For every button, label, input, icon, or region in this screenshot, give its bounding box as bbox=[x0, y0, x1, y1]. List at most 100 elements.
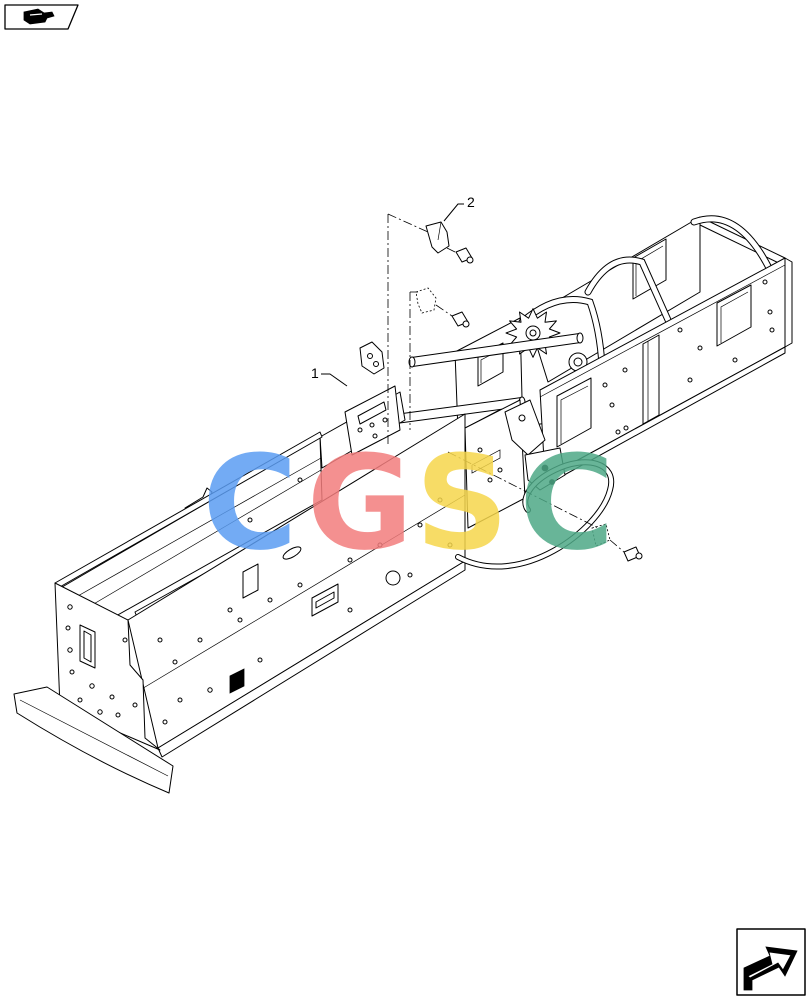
side-panel-oval-slot bbox=[282, 546, 302, 560]
bolt-hole bbox=[207, 687, 213, 693]
clip-bracket-hole bbox=[373, 361, 379, 367]
bolt-hole bbox=[132, 702, 138, 708]
watermark-letter: G bbox=[307, 427, 414, 579]
bolt-hole bbox=[247, 517, 253, 523]
skid-plate bbox=[13, 686, 174, 794]
bolt-hole bbox=[65, 625, 71, 631]
middle-front-assembly bbox=[464, 399, 566, 529]
side-panel-dark-slot bbox=[229, 668, 245, 694]
watermark-letter: C bbox=[202, 427, 297, 579]
front-end-plate-slot-inner bbox=[83, 630, 92, 663]
bolt-hole bbox=[77, 697, 83, 703]
side-panel-handle-grip bbox=[315, 591, 335, 609]
bolt-hole bbox=[417, 522, 423, 528]
hidden-clip-part bbox=[415, 287, 437, 314]
bolt-hole bbox=[377, 542, 383, 548]
cable-loop bbox=[455, 459, 615, 570]
assembly-lines bbox=[387, 213, 625, 553]
shaft-upper-end bbox=[576, 332, 584, 344]
callout-1-leader bbox=[321, 373, 348, 387]
assembly-line bbox=[609, 539, 625, 553]
assembly-line bbox=[387, 213, 429, 233]
rear-hoop-2-body bbox=[691, 216, 773, 273]
bolt-hole bbox=[177, 697, 183, 703]
bolt-hole bbox=[157, 637, 163, 643]
bolt-hole bbox=[762, 279, 768, 285]
callout-2: 2 bbox=[443, 194, 475, 222]
clip-bracket-hole bbox=[367, 353, 373, 359]
cable-loop-body bbox=[456, 460, 614, 569]
rear-window-right bbox=[716, 284, 752, 347]
right-hardware bbox=[591, 523, 643, 562]
bolt-hole bbox=[487, 477, 493, 483]
lower-bracket-fastener bbox=[541, 464, 549, 472]
watermark-letter: C bbox=[519, 427, 614, 579]
bolt-hole bbox=[67, 604, 73, 610]
mounting-bracket-slot bbox=[357, 401, 387, 425]
rear-far-wall-window bbox=[632, 238, 667, 300]
hardware-bolt-head bbox=[635, 552, 643, 560]
bolt-hole bbox=[197, 637, 203, 643]
pulley bbox=[568, 352, 588, 372]
bolt-hole bbox=[297, 477, 303, 483]
bolt-hole bbox=[267, 597, 273, 603]
bolt-hole bbox=[623, 425, 629, 431]
part-2-bracket bbox=[425, 221, 450, 254]
part-2-bracket-fold bbox=[437, 221, 442, 241]
part-2-bolt-head bbox=[466, 256, 474, 264]
side-panel-round-hole bbox=[385, 570, 401, 586]
lever-arm bbox=[504, 399, 546, 456]
front-section bbox=[13, 413, 466, 794]
rear-hoop-1-body bbox=[585, 257, 671, 323]
bolt-hole bbox=[697, 345, 703, 351]
rear-front-face-lip bbox=[539, 264, 786, 398]
side-panel-window bbox=[242, 563, 259, 599]
rear-window-left-depth bbox=[560, 385, 589, 444]
hand-pointer-icon bbox=[23, 8, 55, 25]
skid-plate-edge bbox=[19, 699, 169, 777]
bolt-holes bbox=[65, 279, 775, 725]
bolt-hole bbox=[227, 607, 233, 613]
bolt-hole bbox=[115, 712, 121, 718]
watermark: C G S C bbox=[202, 427, 614, 579]
exploded-parts bbox=[415, 221, 474, 328]
next-page-button[interactable] bbox=[736, 928, 806, 996]
mounting-bracket-plate bbox=[344, 385, 401, 456]
bolt-hole bbox=[437, 497, 443, 503]
bolt-hole bbox=[69, 669, 75, 675]
bolt-hole bbox=[732, 357, 738, 363]
callout-2-label: 2 bbox=[467, 194, 475, 210]
bolt-hole bbox=[615, 429, 621, 435]
assembly-line bbox=[447, 451, 599, 529]
front-side-panel-seam bbox=[139, 494, 466, 691]
bolt-hole bbox=[447, 542, 453, 548]
bolt-hole bbox=[609, 402, 615, 408]
bolt-hole bbox=[677, 327, 683, 333]
lever-arm-pivot bbox=[518, 414, 526, 422]
bolt-hole bbox=[382, 417, 388, 423]
rear-end-plate bbox=[784, 257, 793, 348]
bolt-hole bbox=[172, 659, 178, 665]
hand-pointer-icon-highlight bbox=[29, 13, 43, 16]
bolt-hole bbox=[237, 617, 243, 623]
assembly-line bbox=[435, 304, 453, 317]
lower-bracket-fastener bbox=[549, 479, 555, 485]
bolt-hole bbox=[767, 309, 773, 315]
bolt-hole bbox=[357, 427, 363, 433]
bolt-hole bbox=[67, 647, 73, 653]
bolt-hole bbox=[622, 367, 628, 373]
next-page-arrow-icon-face bbox=[747, 951, 792, 979]
bolt-hole bbox=[347, 557, 353, 563]
rear-window-right-depth bbox=[720, 291, 749, 343]
front-inner-rail bbox=[61, 457, 322, 606]
rear-end-rim bbox=[699, 216, 786, 267]
shaft-upper-body bbox=[411, 334, 581, 366]
rear-pillar bbox=[642, 334, 660, 425]
shaft-upper bbox=[408, 332, 584, 368]
rear-section-front bbox=[539, 257, 793, 485]
catalog-tab-button[interactable] bbox=[4, 4, 79, 30]
shaft-upper-start bbox=[408, 356, 416, 368]
assembly-line bbox=[446, 247, 458, 254]
star-wheel-bore bbox=[529, 329, 537, 337]
